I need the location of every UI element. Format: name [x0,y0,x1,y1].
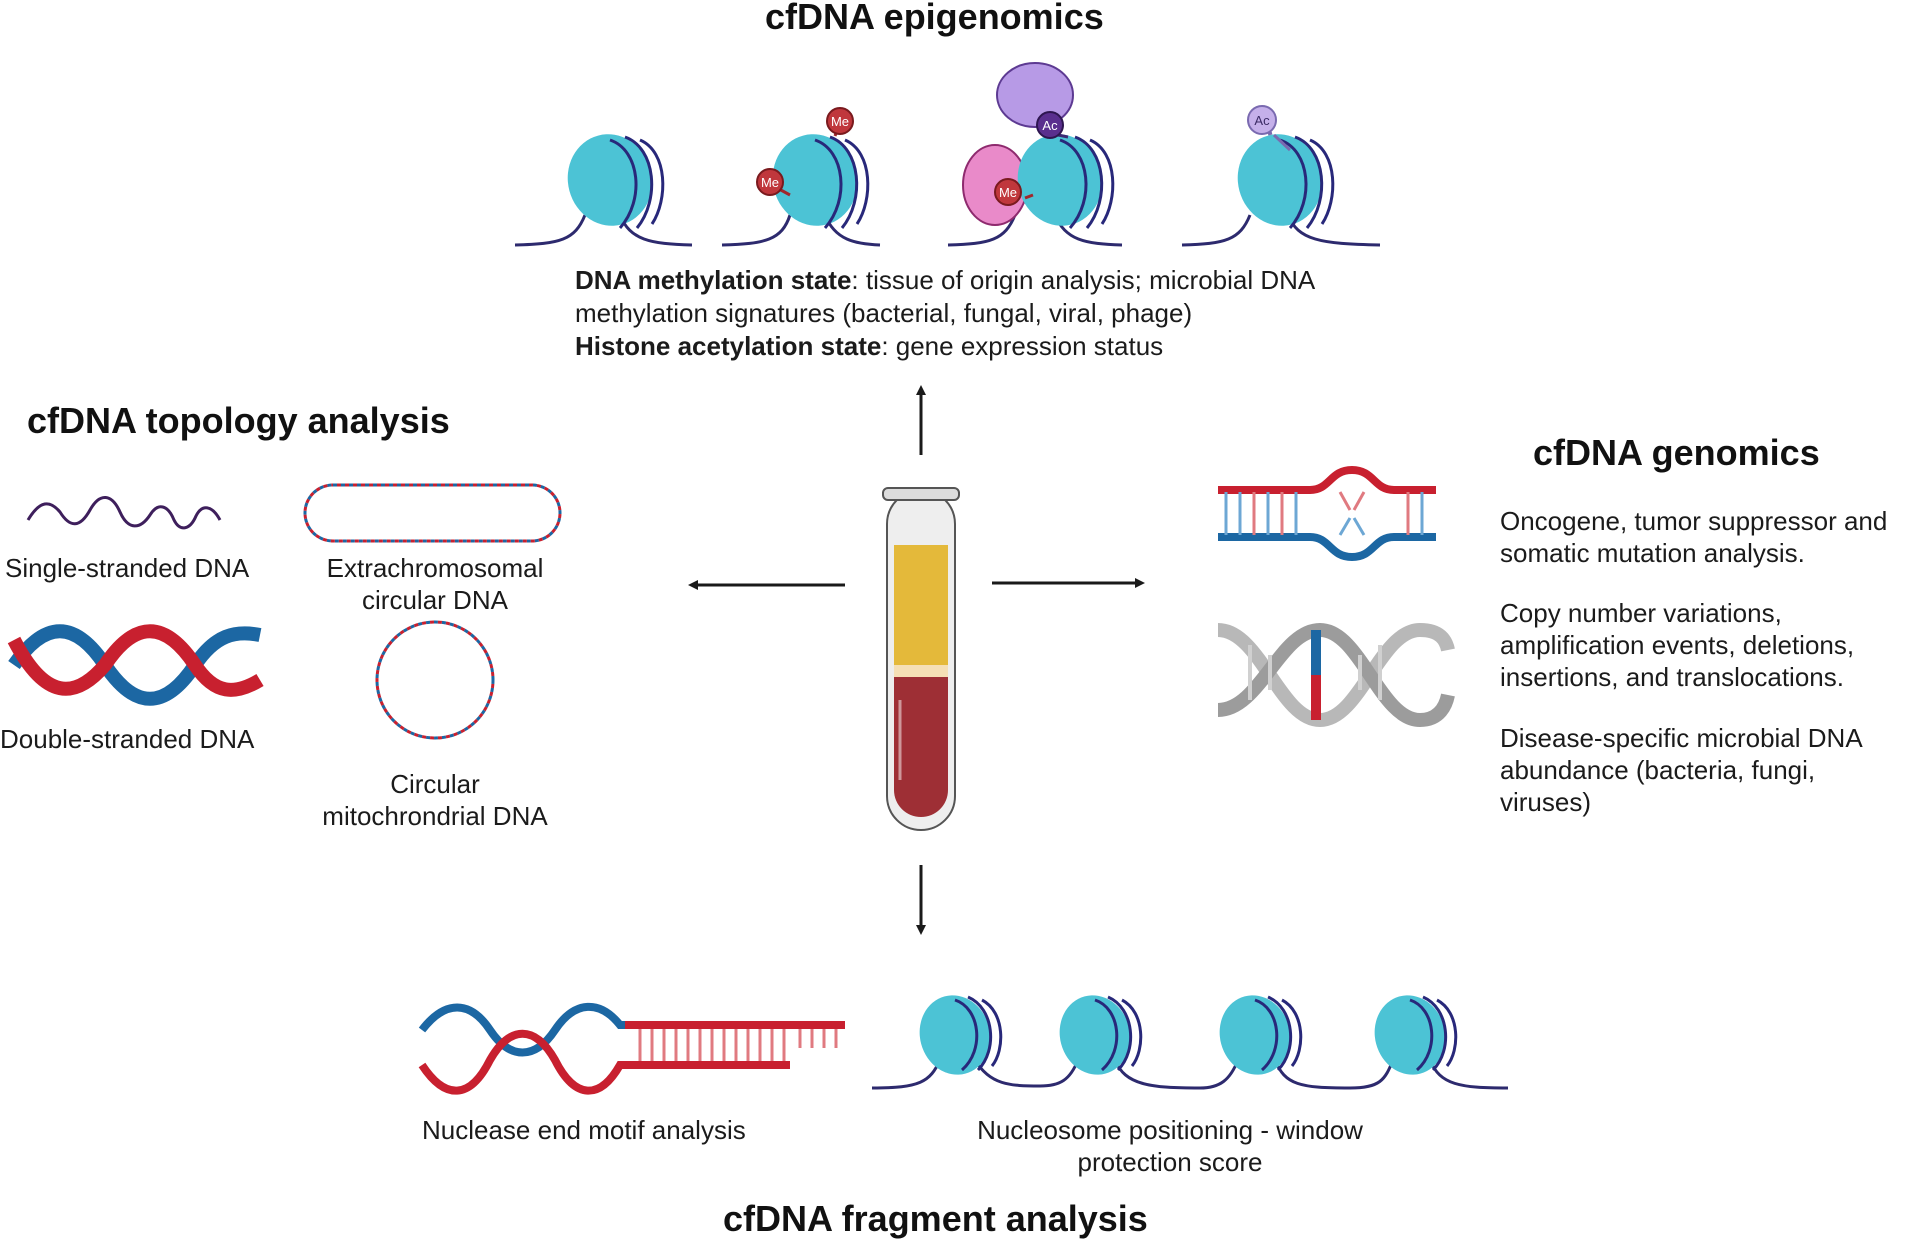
methyl-mark-icon: Me [994,178,1022,206]
methylation-description: : tissue of origin analysis; microbial D… [851,265,1316,295]
nucleosome-icon [919,995,1003,1075]
nucleosome-icon [1059,995,1143,1075]
svg-text:Ac: Ac [1254,113,1270,128]
genomics-p3-line-3: viruses) [1500,787,1592,817]
blood-tube-icon [882,487,960,831]
epigenomics-line-2: methylation signatures (bacterial, funga… [575,298,1193,328]
svg-text:Ac: Ac [1042,118,1058,133]
genomics-mutation-icon [1218,465,1436,562]
mito-label-line-1: Circular [390,769,480,799]
nucleosome-positioning-icon [871,995,1509,1090]
topology-graphics [7,483,562,740]
genomics-p2-line-3: insertions, and translocations. [1500,662,1844,692]
methylation-label: DNA methylation state [575,265,852,295]
genomics-cnv-icon [1217,622,1455,728]
epigenomics-title: cfDNA epigenomics [765,0,1104,37]
genomics-p2-line-2: amplification events, deletions, [1500,630,1855,660]
end-motif-dna-icon [418,1002,845,1095]
ecdna-icon [303,483,562,543]
genomics-p1-line-2: somatic mutation analysis. [1500,538,1805,568]
ecdna-label-line-2: circular DNA [362,585,508,615]
genomics-p3-line-2: abundance (bacteria, fungi, [1500,755,1816,785]
ecdna-label-line-1: Extrachromosomal [326,553,544,583]
mitochondrial-dna-icon [375,620,495,740]
fragment-title: cfDNA fragment analysis [723,1198,1148,1239]
acetyl-mark-icon: Ac [1247,105,1277,135]
mito-label-line-2: mitochrondrial DNA [322,801,548,831]
svg-text:Me: Me [999,185,1017,200]
epigenomics-line-3: Histone acetylation state: gene expressi… [575,330,1163,363]
genomics-title: cfDNA genomics [1533,432,1820,473]
arrows [688,385,1145,935]
methyl-mark-icon: Me [756,168,784,196]
acetyl-mark-icon: Ac [1036,111,1064,139]
nucleosome-acetylated-icon [1181,131,1381,247]
ssdna-icon [26,496,222,530]
epigenetic-marks: Me Me Ac Me Ac [756,105,1277,206]
methyl-mark-icon: Me [826,107,854,135]
end-motif-label: Nuclease end motif analysis [422,1115,746,1145]
dsdna-icon [7,624,264,706]
nucleosome-plain-icon [514,134,693,247]
genomics-p1-line-1: Oncogene, tumor suppressor and [1500,506,1888,536]
epigenomics-nucleosomes [514,62,1381,247]
epigenomics-line-1: DNA methylation state: tissue of origin … [575,264,1315,297]
nucleosome-label-line-2: protection score [1077,1147,1263,1177]
nucleosome-label-line-1: Nucleosome positioning - window [977,1115,1363,1145]
purple-protein-icon [996,62,1074,128]
ssdna-label: Single-stranded DNA [5,553,250,583]
nucleosome-icon [1374,995,1458,1075]
svg-text:Me: Me [761,175,779,190]
genomics-p3-line-1: Disease-specific microbial DNA [1500,723,1863,753]
nucleosome-methylated-icon [721,121,881,247]
dsdna-label: Double-stranded DNA [0,724,255,754]
acetylation-description: : gene expression status [881,331,1164,361]
svg-text:Me: Me [831,114,849,129]
genomics-p2-line-1: Copy number variations, [1500,598,1782,628]
nucleosome-icon [1219,995,1303,1075]
topology-title: cfDNA topology analysis [27,400,450,441]
nucleosome-protein-complex-icon [947,62,1123,247]
acetylation-label: Histone acetylation state [575,331,882,361]
